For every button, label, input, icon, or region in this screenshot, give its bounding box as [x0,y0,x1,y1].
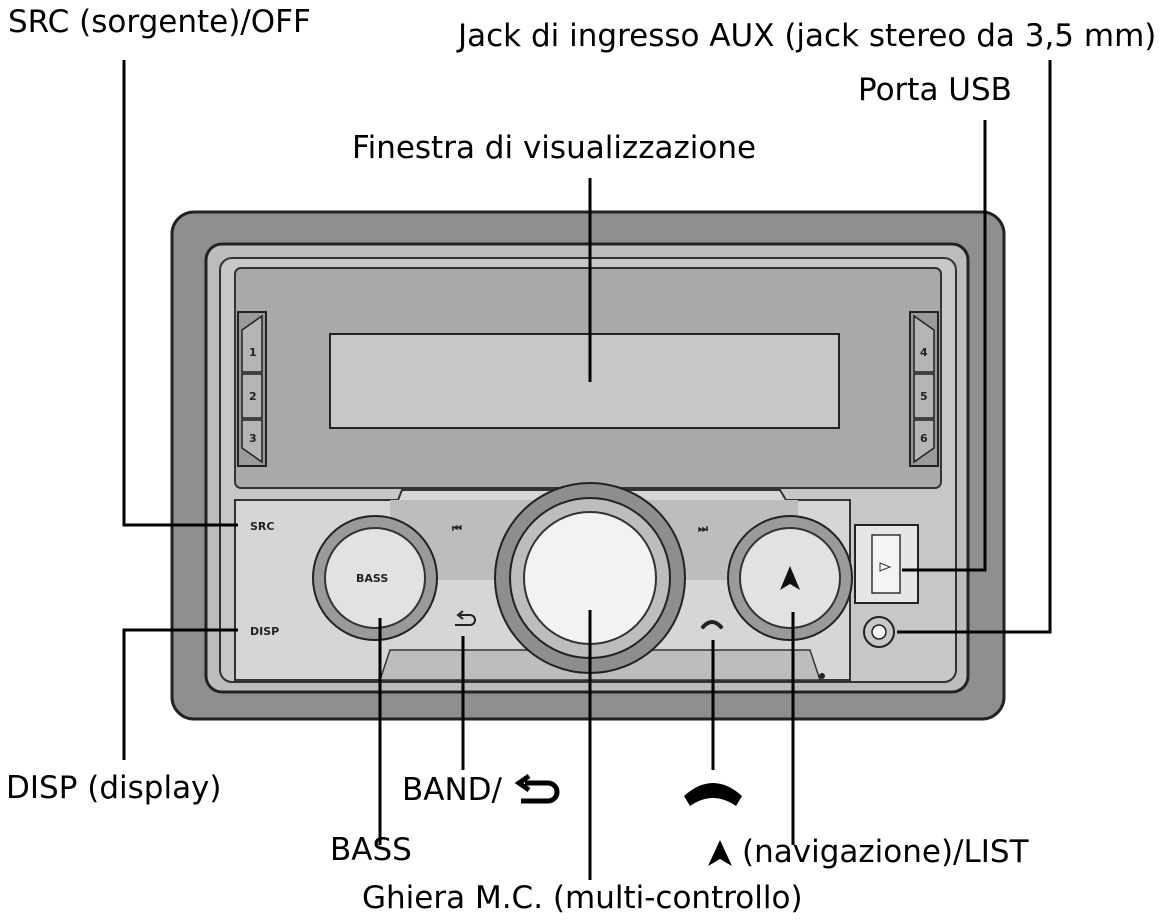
preset-button-3[interactable] [241,419,263,464]
label-disp: DISP (display) [6,770,222,806]
device-back-icon[interactable] [455,610,476,626]
leader-usb [902,120,987,572]
preset-label-6: 6 [920,432,928,445]
next-track-icon[interactable]: ⏭ [698,522,708,535]
prev-track-icon[interactable]: ⏮ [452,522,462,535]
label-mc-dial: Ghiera M.C. (multi-controllo) [362,880,803,916]
leader-disp [122,628,238,760]
label-band: BAND/ [402,772,502,808]
phone-handset-icon [684,783,742,806]
preset-button-5[interactable] [913,373,935,419]
preset-button-6[interactable] [913,419,935,464]
bass-knob-label: BASS [356,572,388,585]
preset-label-4: 4 [920,346,928,359]
display-window [329,333,840,429]
disp-button[interactable]: DISP [250,625,279,638]
aux-jack-hole [871,624,887,640]
bass-knob-face [324,527,426,629]
preset-buttons-right: 4 5 6 [909,311,939,467]
nav-knob-arrow-icon [780,566,800,590]
preset-button-2[interactable] [241,373,263,419]
preset-button-1[interactable] [241,314,263,373]
label-display-window: Finestra di visualizzazione [352,130,757,166]
device-phone-icon[interactable] [701,620,723,629]
label-usb-port: Porta USB [858,72,1012,108]
label-aux-jack: Jack di ingresso AUX (jack stereo da 3,5… [458,18,1157,54]
label-navigation: (navigazione)/LIST [742,834,1029,870]
preset-label-1: 1 [249,346,257,359]
preset-label-5: 5 [920,390,928,403]
label-bass: BASS [330,832,412,868]
navigation-arrow-icon [708,840,732,866]
back-arrow-icon [514,773,560,804]
leader-lines [122,60,1052,880]
usb-port-slot [871,534,901,594]
label-src-off: SRC (sorgente)/OFF [8,4,311,40]
preset-label-3: 3 [249,432,257,445]
leader-aux [897,60,1052,634]
preset-label-2: 2 [249,390,257,403]
usb-icon [879,562,892,572]
leader-src [122,60,238,527]
preset-buttons-left: 1 2 3 [237,311,267,467]
src-button[interactable]: SRC [250,520,274,533]
mic-hole [819,673,825,679]
preset-button-4[interactable] [913,314,935,373]
